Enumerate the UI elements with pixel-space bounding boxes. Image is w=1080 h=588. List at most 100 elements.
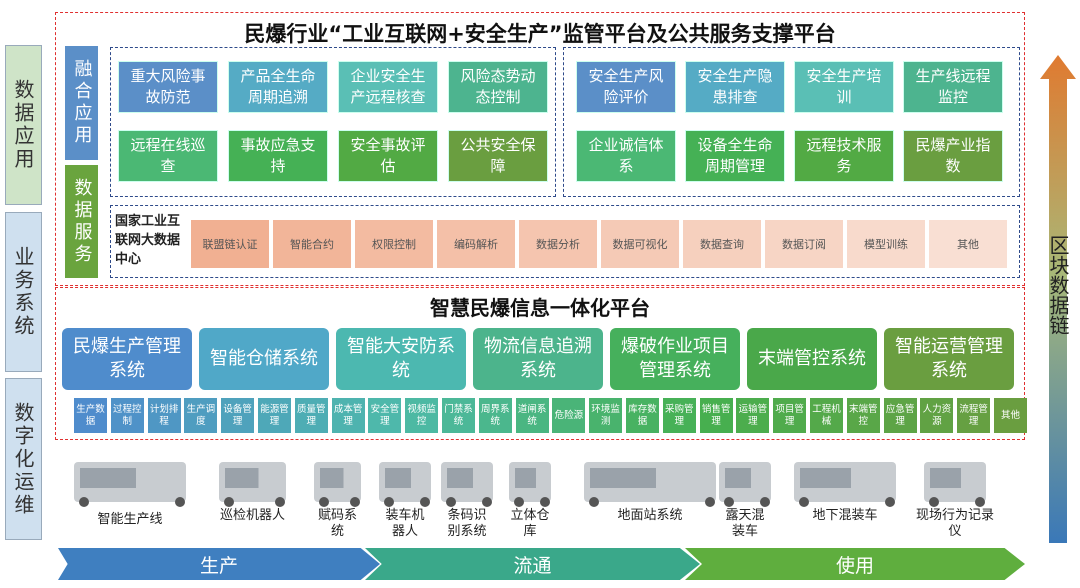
module-item: 周界系统 — [478, 398, 512, 433]
equipment-label: 赋码系统 — [317, 508, 357, 539]
business-system: 爆破作业项目管理系统 — [610, 328, 740, 390]
business-system: 智能仓储系统 — [199, 328, 329, 390]
module-item: 运输管理 — [736, 398, 770, 433]
business-system: 智能运营管理系统 — [884, 328, 1014, 390]
equipment-item: 地下混装车 — [785, 450, 905, 524]
module-item: 采购管理 — [662, 398, 696, 433]
side-label-digital-ops: 数字化运维 — [5, 378, 42, 540]
fusion-left-group — [110, 47, 556, 197]
application-tile: 事故应急支持 — [228, 130, 328, 182]
module-item: 生产调度 — [184, 398, 218, 433]
data-service-item: 数据查询 — [683, 220, 761, 268]
side-label-business-system: 业务系统 — [5, 212, 42, 372]
business-system: 民爆生产管理系统 — [62, 328, 192, 390]
equipment-label: 地面站系统 — [617, 508, 683, 523]
module-item: 库存数据 — [626, 398, 659, 433]
equipment-label: 装车机器人 — [385, 508, 425, 539]
module-item: 设备管理 — [221, 398, 255, 433]
application-tile: 安全生产培训 — [794, 61, 894, 113]
application-tile: 风险态势动态控制 — [448, 61, 548, 113]
application-tile: 民爆产业指数 — [903, 130, 1003, 182]
module-item: 道闸系统 — [515, 398, 549, 433]
equipment-label: 巡检机器人 — [219, 508, 285, 523]
integrated-platform — [55, 287, 1025, 440]
module-item: 末端管控 — [846, 398, 880, 433]
stage-production: 生产 — [58, 548, 380, 580]
data-service-label: 数据服务 — [65, 165, 98, 278]
module-item: 流程管理 — [957, 398, 991, 433]
datacenter-label: 国家工业互联网大数据中心 — [115, 214, 181, 267]
stage-usage: 使用 — [685, 548, 1025, 580]
supervision-platform-title: 民爆行业“工业互联网+安全生产”监管平台及公共服务支撑平台 — [244, 22, 836, 46]
module-item: 安全管理 — [368, 398, 402, 433]
equipment-image-icon — [219, 462, 286, 507]
equipment-image-icon — [794, 462, 896, 507]
equipment-image-icon — [441, 462, 493, 507]
business-system: 智能大安防系统 — [336, 328, 466, 390]
equipment-image-icon — [924, 462, 986, 507]
fusion-application-label: 融合应用 — [65, 46, 98, 160]
stage-label: 流通 — [513, 554, 552, 577]
equipment-item: 现场行为记录仪 — [915, 450, 995, 540]
application-tile: 安全事故评估 — [338, 130, 438, 182]
application-tile: 远程技术服务 — [794, 130, 894, 182]
blockchain-arrow — [1040, 55, 1076, 543]
application-tile: 安全生产风险评价 — [576, 61, 676, 113]
data-service-item: 其他 — [929, 220, 1007, 268]
equipment-label: 智能生产线 — [97, 512, 163, 527]
module-item: 人力资源 — [920, 398, 954, 433]
stage-label: 使用 — [835, 554, 874, 577]
data-service-item: 联盟链认证 — [191, 220, 269, 268]
application-tile: 企业安全生产远程核查 — [338, 61, 438, 113]
equipment-item: 地面站系统 — [575, 450, 725, 524]
data-service-item: 数据分析 — [519, 220, 597, 268]
fusion-right-group — [563, 47, 1020, 197]
data-service-item: 权限控制 — [355, 220, 433, 268]
module-item: 工程机械 — [810, 398, 843, 433]
stage-circulation: 流通 — [365, 548, 700, 580]
module-item: 视频监控 — [405, 398, 439, 433]
equipment-image-icon — [74, 462, 186, 507]
module-item: 过程控制 — [110, 398, 144, 433]
business-system: 物流信息追溯系统 — [473, 328, 603, 390]
data-service-item: 智能合约 — [273, 220, 351, 268]
blockchain-label: 区块数据链 — [1046, 235, 1070, 335]
module-item: 环境监测 — [589, 398, 623, 433]
equipment-label: 现场行为记录仪 — [915, 508, 994, 539]
integrated-platform-title: 智慧民爆信息一体化平台 — [430, 296, 650, 320]
stage-label: 生产 — [199, 554, 238, 577]
module-item: 危险源 — [552, 398, 586, 433]
application-tile: 产品全生命周期追溯 — [228, 61, 328, 113]
application-tile: 重大风险事故防范 — [118, 61, 218, 113]
equipment-item: 露天混装车 — [710, 450, 780, 540]
business-system: 末端管控系统 — [747, 328, 877, 390]
equipment-label: 地下混装车 — [812, 508, 878, 523]
application-tile: 安全生产隐患排查 — [685, 61, 785, 113]
equipment-item: 立体仓库 — [500, 450, 560, 540]
data-service-item: 编码解析 — [437, 220, 515, 268]
application-tile: 设备全生命周期管理 — [685, 130, 785, 182]
module-item: 销售管理 — [699, 398, 733, 433]
module-item: 质量管理 — [294, 398, 328, 433]
module-item: 项目管理 — [773, 398, 807, 433]
module-item: 计划排程 — [147, 398, 181, 433]
data-service-item: 数据订阅 — [765, 220, 843, 268]
equipment-item: 条码识别系统 — [432, 450, 502, 540]
application-tile: 远程在线巡查 — [118, 130, 218, 182]
module-item: 应急管理 — [883, 398, 917, 433]
application-tile: 企业诚信体系 — [576, 130, 676, 182]
data-service-item: 数据可视化 — [601, 220, 679, 268]
equipment-item: 赋码系统 — [305, 450, 370, 540]
module-item: 门禁系统 — [442, 398, 475, 433]
module-item: 成本管理 — [331, 398, 365, 433]
module-item: 其他 — [994, 398, 1027, 433]
application-tile: 生产线远程监控 — [903, 61, 1003, 113]
datacenter-group — [110, 205, 1020, 278]
data-service-item: 模型训练 — [847, 220, 925, 268]
equipment-item: 巡检机器人 — [210, 450, 295, 524]
equipment-label: 条码识别系统 — [447, 508, 487, 539]
equipment-label: 露天混装车 — [725, 508, 765, 539]
equipment-image-icon — [509, 462, 551, 507]
application-tile: 公共安全保障 — [448, 130, 548, 182]
module-item: 生产数据 — [74, 398, 107, 433]
